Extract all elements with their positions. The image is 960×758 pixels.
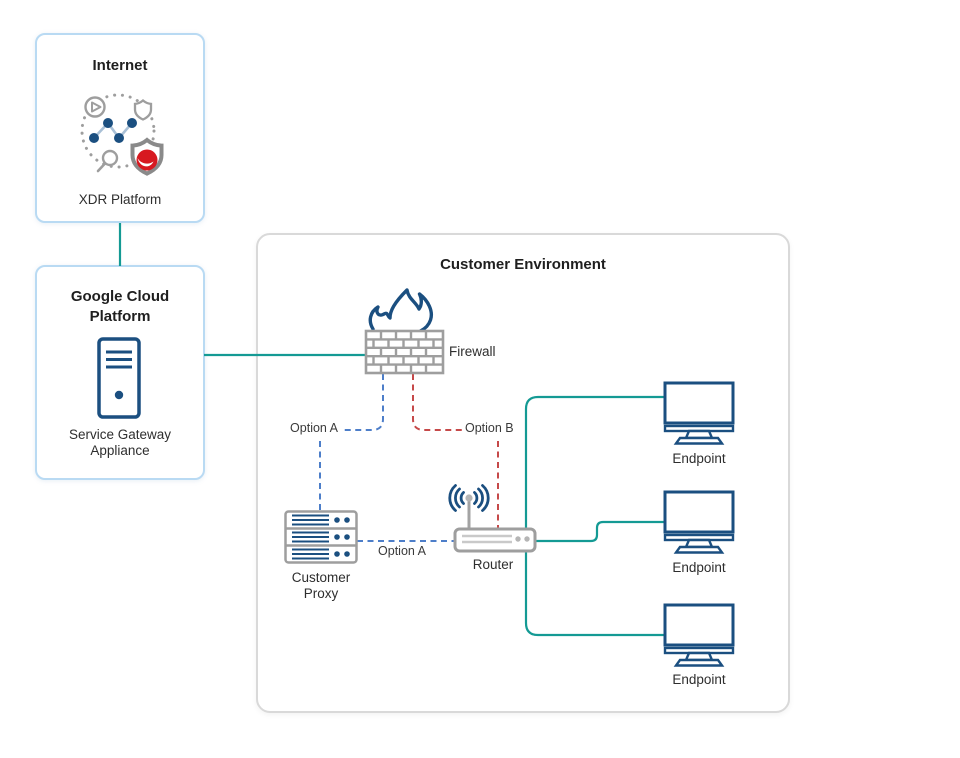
security-shield-icon xyxy=(130,137,164,176)
gcp-title: Google Cloud Platform xyxy=(70,288,170,325)
wifi-waves-icon xyxy=(448,484,490,512)
endpoint-monitor-icon xyxy=(663,490,735,554)
customer-proxy-label: Customer Proxy xyxy=(291,570,351,601)
router-label: Router xyxy=(472,557,514,572)
internet-title: Internet xyxy=(92,57,148,74)
option-a-proxy-router-label: Option A xyxy=(378,544,426,558)
endpoint-monitor-icon xyxy=(663,381,735,445)
service-gateway-appliance-label: Service Gateway Appliance xyxy=(68,427,172,458)
xdr-platform-icon xyxy=(80,93,164,176)
option-b-firewall-label: Option B xyxy=(465,421,514,435)
endpoint-label: Endpoint xyxy=(672,672,726,687)
firewall-icon xyxy=(364,288,445,375)
router-icon xyxy=(448,484,537,553)
endpoint-label: Endpoint xyxy=(672,451,726,466)
xdr-platform-label: XDR Platform xyxy=(78,192,162,207)
service-gateway-appliance-icon xyxy=(97,337,141,419)
firewall-option-b-link xyxy=(412,374,462,431)
customer-proxy-icon xyxy=(284,510,358,564)
internet-group-box xyxy=(35,33,205,223)
firewall-option-a-link xyxy=(342,374,384,431)
magnifier-icon xyxy=(96,149,119,173)
endpoint-monitor-icon xyxy=(663,603,735,667)
router-endpoints-trunk-link xyxy=(524,395,665,637)
firewall-label: Firewall xyxy=(449,344,496,359)
play-icon xyxy=(84,96,106,118)
shield-outline-icon xyxy=(133,99,153,121)
router-endpoint2-link xyxy=(534,520,665,543)
option-a-firewall-label: Option A xyxy=(290,421,338,435)
customer-environment-title: Customer Environment xyxy=(440,256,606,273)
endpoint-label: Endpoint xyxy=(672,560,726,575)
